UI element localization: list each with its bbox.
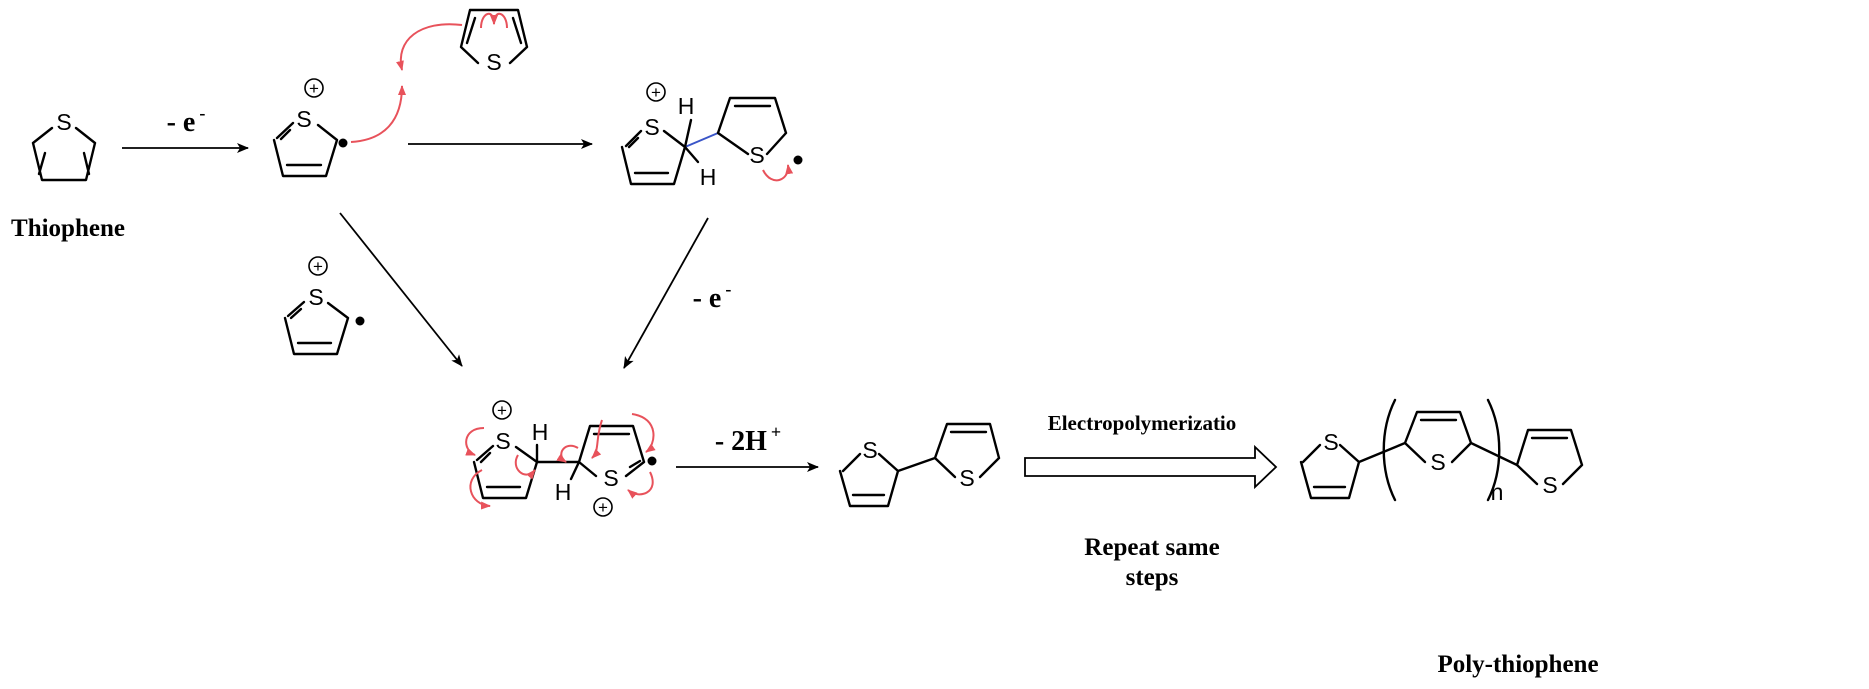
repeat-label-line1: Repeat same [1084,534,1219,561]
repeat-bracket-right [1486,398,1501,502]
svg-text:S: S [862,437,877,463]
dimer-radical-cation: + S H H S [620,82,803,190]
svg-text:S: S [959,465,974,491]
oxidation-label-2: - e- [693,279,732,314]
thiophene-molecule: S [31,109,97,182]
oxidation-label-1: - e- [167,103,206,138]
svg-text:S: S [296,106,311,132]
polythiophene: S S n S [1299,398,1584,505]
svg-text:+: + [313,257,323,276]
radical-coupling-arrow [339,212,463,367]
svg-text:H: H [678,93,695,119]
electron-arrow [350,85,406,143]
electropolymerization-label: Electropolymerizatio [1048,411,1237,435]
svg-text:+: + [497,401,507,420]
deprotonation-label: - 2H+ [715,422,781,457]
bithiophene: S S [838,422,1001,508]
svg-text:S: S [644,114,659,140]
electron-arrow [396,23,463,71]
svg-text:S: S [749,142,764,168]
svg-text:H: H [532,419,549,445]
radical-cation-2: + S [283,256,365,356]
svg-text:S: S [486,49,501,75]
repeat-label-line2: steps [1126,564,1179,591]
svg-text:+: + [598,498,608,517]
repeat-bracket-left [1382,398,1397,502]
svg-text:S: S [1323,429,1338,455]
sulfur-atom: S [56,109,71,135]
svg-text:H: H [555,479,572,505]
attacking-thiophene: S [459,8,529,75]
oxidation-arrow-2 [623,217,709,369]
radical-dot [647,456,657,466]
svg-text:H: H [700,164,717,190]
svg-text:+: + [309,79,319,98]
radical-dot [793,155,803,165]
svg-text:S: S [495,428,510,454]
repeat-subscript-n: n [1491,479,1504,505]
radical-dot [355,316,365,326]
polythiophene-label: Poly-thiophene [1437,651,1598,678]
thiophene-label: Thiophene [11,215,125,242]
svg-text:S: S [1430,449,1445,475]
svg-text:S: S [1542,472,1557,498]
radical-dot [338,138,348,148]
svg-text:+: + [651,83,661,102]
svg-text:S: S [308,284,323,310]
new-bond [684,132,719,148]
svg-text:S: S [603,465,618,491]
polymerization-block-arrow [1024,444,1278,490]
dicationic-dimer: + S H H S + [465,400,657,517]
radical-cation-1: + S [272,78,348,178]
